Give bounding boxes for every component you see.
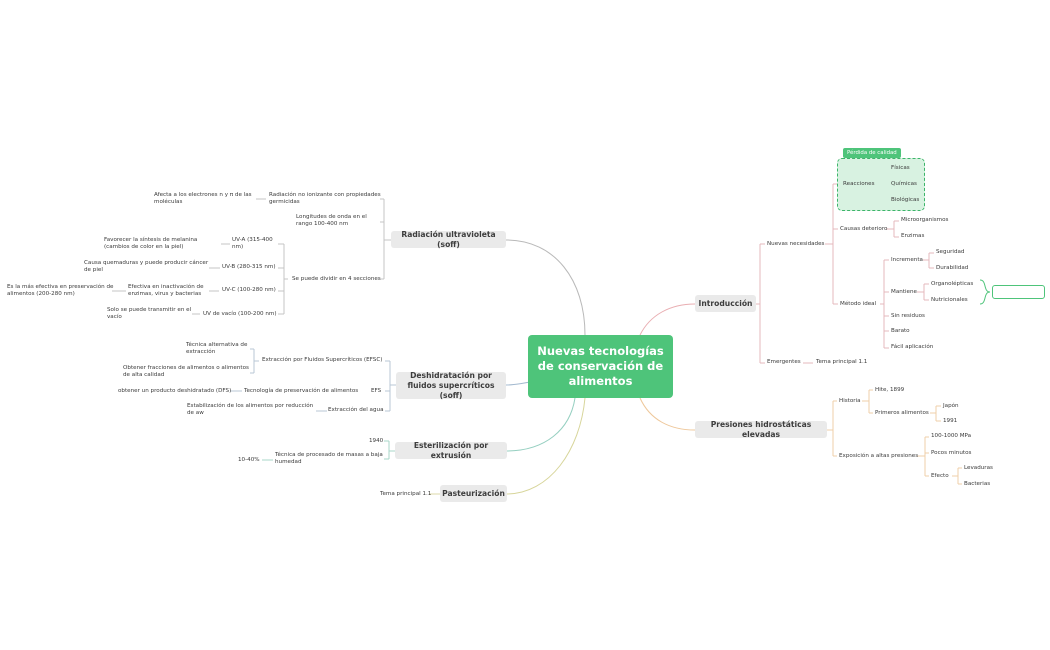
- uv-c-descripcion[interactable]: Efectiva en inactivación de enzimas, vir…: [128, 284, 204, 298]
- pres-primeros-alimentos[interactable]: Primeros alimentos: [875, 410, 929, 416]
- deshid-estabilizacion[interactable]: Estabilización de los alimentos por redu…: [187, 403, 314, 417]
- uv-radiacion-no-ionizante[interactable]: Radiación no ionizante con propiedades g…: [269, 192, 381, 206]
- intro-tema-principal[interactable]: Tema principal 1.1: [816, 359, 868, 365]
- pres-pocos-minutos[interactable]: Pocos minutos: [931, 450, 972, 456]
- intro-reacciones[interactable]: Reacciones: [843, 181, 875, 187]
- pres-bacterias[interactable]: Bacterias: [964, 481, 991, 487]
- deshid-dfs[interactable]: obtener un producto deshidratado (DFS): [118, 388, 232, 394]
- empty-summary-topic[interactable]: [992, 285, 1045, 299]
- uv-b-descripcion[interactable]: Causa quemaduras y puede producir cáncer…: [84, 260, 209, 274]
- pres-historia[interactable]: Historia: [839, 398, 861, 404]
- ester-1940[interactable]: 1940: [369, 438, 384, 444]
- pres-efecto[interactable]: Efecto: [931, 473, 949, 479]
- uv-cuatro-secciones[interactable]: Se puede dividir en 4 secciones: [292, 276, 381, 282]
- uv-afecta-electrones[interactable]: Afecta a los electrones n y π de las mol…: [154, 192, 252, 206]
- intro-quimicas[interactable]: Químicas: [891, 181, 917, 187]
- uv-longitudes-onda[interactable]: Longitudes de onda en el rango 100-400 n…: [296, 214, 367, 228]
- topic-esterilizacion[interactable]: Esterilización por extrusión: [395, 441, 507, 460]
- intro-emergentes[interactable]: Emergentes: [767, 359, 801, 365]
- uv-b[interactable]: UV-B (280-315 nm): [222, 264, 276, 270]
- intro-metodo-ideal[interactable]: Método ideal: [840, 301, 877, 307]
- topic-deshidratacion[interactable]: Deshidratación por fluidos supercríticos…: [396, 371, 506, 400]
- pres-1991[interactable]: 1991: [943, 418, 958, 424]
- pres-japon[interactable]: Japón: [943, 403, 959, 409]
- intro-enzimas[interactable]: Enzimas: [901, 233, 925, 239]
- uv-vacio[interactable]: UV de vacío (100-200 nm): [203, 311, 277, 317]
- deshid-obtener-fracciones[interactable]: Obtener fracciones de alimentos o alimen…: [123, 365, 249, 379]
- deshid-tecnologia-preservacion[interactable]: Tecnología de preservación de alimentos: [244, 388, 359, 394]
- boundary-perdida-calidad[interactable]: [837, 158, 925, 211]
- pres-hite[interactable]: Hite, 1899: [875, 387, 905, 393]
- deshid-efsc[interactable]: Extracción por Fluidos Supercríticos (EF…: [262, 357, 383, 363]
- deshid-efs[interactable]: EFS: [371, 388, 382, 394]
- pres-levaduras[interactable]: Levaduras: [964, 465, 993, 471]
- pres-exposicion[interactable]: Exposición a altas presiones: [839, 453, 919, 459]
- topic-pasteurizacion[interactable]: Pasteurización: [440, 485, 507, 502]
- intro-facil-aplicacion[interactable]: Fácil aplicación: [891, 344, 934, 350]
- uv-c[interactable]: UV-C (100-280 nm): [222, 287, 276, 293]
- intro-barato[interactable]: Barato: [891, 328, 910, 334]
- intro-mantiene[interactable]: Mantiene: [891, 289, 917, 295]
- uv-a[interactable]: UV-A (315-400 nm): [232, 237, 273, 251]
- pasteur-tema-principal[interactable]: Tema principal 1.1: [380, 491, 432, 497]
- deshid-tecnica-alternativa[interactable]: Técnica alternativa de extracción: [186, 342, 248, 356]
- intro-fisicas[interactable]: Físicas: [891, 165, 910, 171]
- topic-presiones-hidrostaticas[interactable]: Presiones hidrostáticas elevadas: [695, 420, 827, 439]
- intro-incrementa[interactable]: Incrementa: [891, 257, 923, 263]
- intro-organolepticas[interactable]: Organolépticas: [931, 281, 974, 287]
- intro-biologicas[interactable]: Biológicas: [891, 197, 920, 203]
- topic-introduccion[interactable]: Introducción: [695, 295, 756, 312]
- intro-nutricionales[interactable]: Nutricionales: [931, 297, 968, 303]
- intro-sin-residuos[interactable]: Sin residuos: [891, 313, 925, 319]
- ester-porcentaje[interactable]: 10-40%: [238, 457, 260, 463]
- intro-causas-deterioro[interactable]: Causas deterioro: [840, 226, 888, 232]
- intro-seguridad[interactable]: Seguridad: [936, 249, 965, 255]
- uv-vacio-descripcion[interactable]: Solo se puede transmitir en el vacío: [107, 307, 192, 321]
- deshid-extraccion-agua[interactable]: Extracción del agua: [328, 407, 384, 413]
- ester-tecnica-procesado[interactable]: Técnica de procesado de masas a baja hum…: [275, 452, 383, 466]
- boundary-label[interactable]: Pérdida de calidad: [843, 148, 901, 158]
- central-topic[interactable]: Nuevas tecnologías de conservación de al…: [528, 335, 673, 398]
- intro-nuevas-necesidades[interactable]: Nuevas necesidades: [767, 241, 825, 247]
- uv-c-descripcion-2[interactable]: Es la más efectiva en preservación de al…: [7, 284, 114, 298]
- intro-microorganismos[interactable]: Microorganismos: [901, 217, 949, 223]
- intro-durabilidad[interactable]: Durabilidad: [936, 265, 969, 271]
- uv-a-descripcion[interactable]: Favorecer la síntesis de melanina (cambi…: [104, 237, 198, 251]
- topic-radiacion-ultravioleta[interactable]: Radiación ultravioleta (soff): [391, 230, 506, 249]
- pres-mpa[interactable]: 100-1000 MPa: [931, 433, 972, 439]
